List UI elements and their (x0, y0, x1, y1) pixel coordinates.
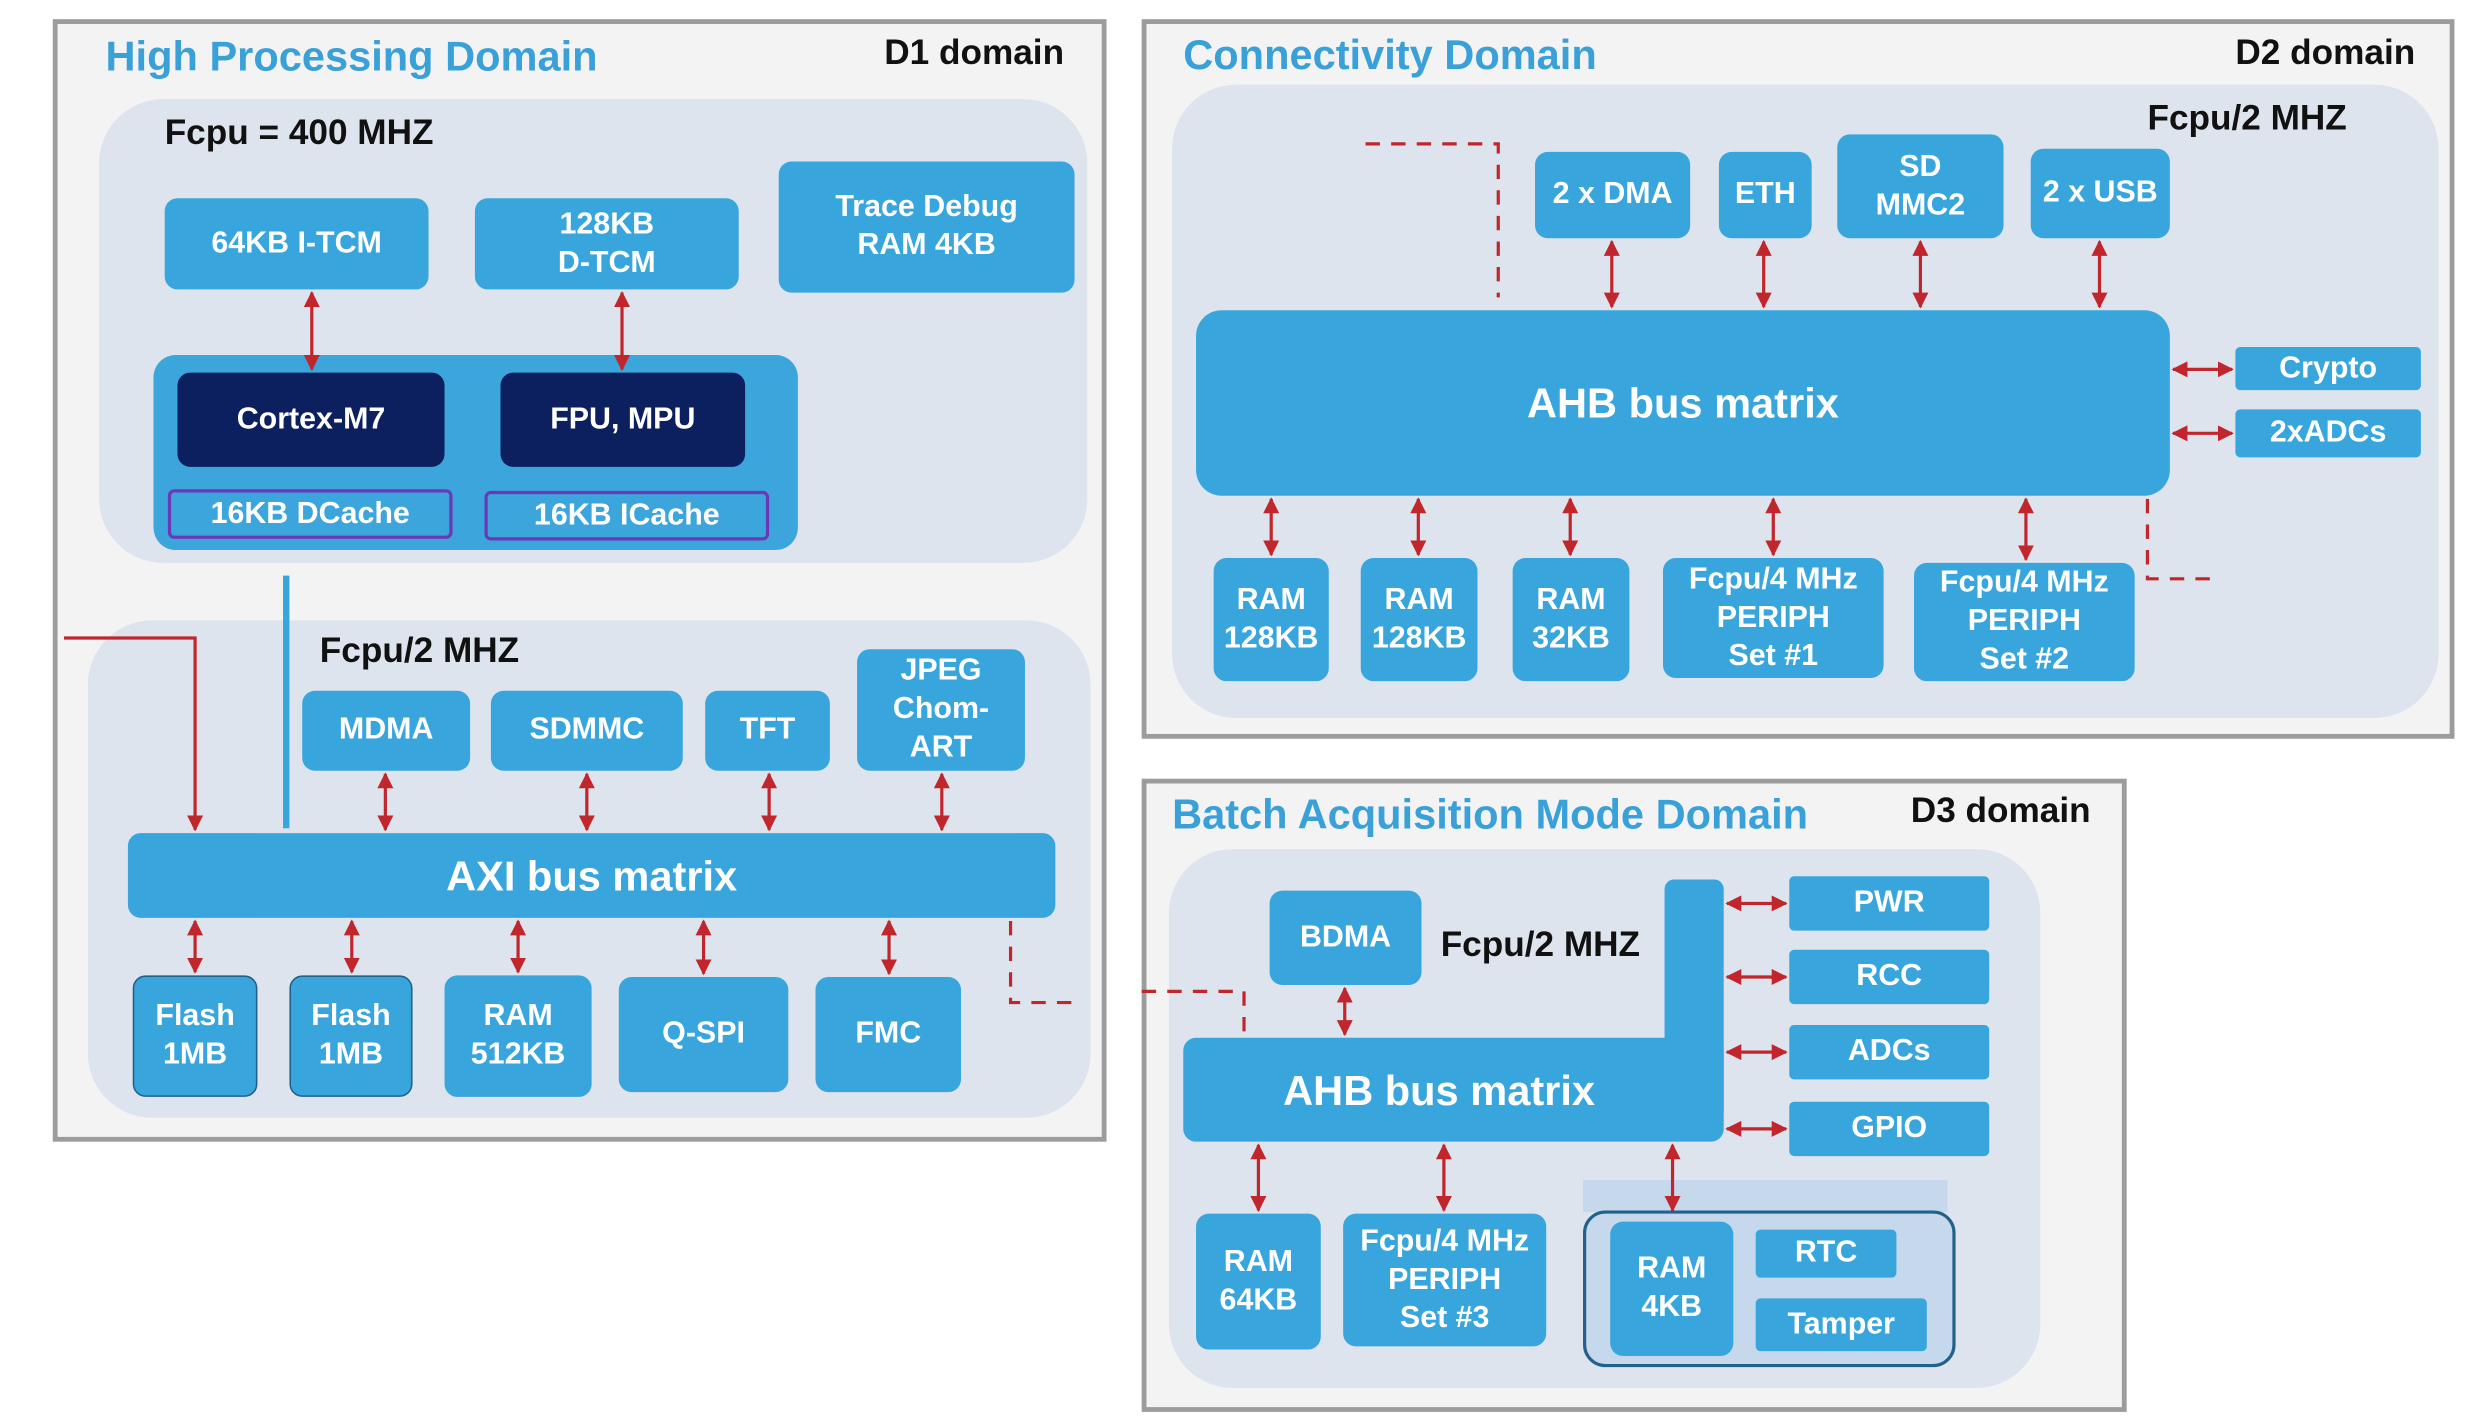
backup-domain-shade (1583, 1180, 1948, 1213)
d2-frequency: Fcpu/2 MHZ (2147, 97, 2347, 138)
d3-ram-64kb: RAM 64KB (1196, 1213, 1321, 1350)
rcc-block: RCC (1789, 949, 1990, 1005)
d1-bus-frequency: Fcpu/2 MHZ (319, 630, 520, 670)
d1-core-frequency: Fcpu = 400 MHZ (164, 111, 434, 152)
pwr-block: PWR (1789, 876, 1990, 931)
sdmmc-block: SDMMC (490, 690, 683, 771)
d3-adcs-block: ADCs (1789, 1024, 1990, 1080)
ram-512kb-block: RAM 512KB (444, 975, 592, 1097)
crypto-block: Crypto (2235, 346, 2421, 391)
d2-ahb-bus-matrix: AHB bus matrix (1196, 310, 2170, 496)
d3-ahb-bus-matrix: AHB bus matrix (1183, 1037, 1724, 1142)
d2-ram-128kb-1: RAM 128KB (1213, 558, 1329, 682)
qspi-block: Q-SPI (618, 976, 789, 1093)
icache-block: 16KB ICache (484, 490, 770, 541)
fpu-mpu-block: FPU, MPU (500, 372, 746, 467)
d3-label: D3 domain (1910, 789, 2091, 830)
flash-2-block: Flash 1MB (289, 975, 413, 1097)
d1-title: High Processing Domain (105, 31, 598, 80)
d3-title: Batch Acquisition Mode Domain (1172, 789, 1809, 838)
flash-1-block: Flash 1MB (132, 975, 258, 1097)
trace-debug-block: Trace Debug RAM 4KB (778, 161, 1075, 293)
dtcm-block: 128KB D-TCM (474, 198, 739, 290)
d3-ram-4kb: RAM 4KB (1610, 1221, 1734, 1356)
rtc-block: RTC (1755, 1229, 1897, 1278)
dcache-block: 16KB DCache (167, 489, 453, 539)
fmc-block: FMC (815, 976, 961, 1093)
mdma-block: MDMA (302, 690, 471, 771)
d2-title: Connectivity Domain (1183, 30, 1597, 79)
periph-set-3: Fcpu/4 MHz PERIPH Set #3 (1343, 1213, 1547, 1347)
d2-ram-32kb: RAM 32KB (1512, 558, 1630, 682)
eth-block: ETH (1718, 151, 1812, 239)
bdma-block: BDMA (1269, 890, 1422, 985)
sdmmc2-block: SD MMC2 (1837, 134, 2004, 239)
d1-label: D1 domain (884, 31, 1065, 72)
gpio-block: GPIO (1789, 1101, 1990, 1157)
periph-set-1: Fcpu/4 MHz PERIPH Set #1 (1662, 558, 1884, 678)
d2-ram-128kb-2: RAM 128KB (1360, 558, 1478, 682)
periph-set-2: Fcpu/4 MHz PERIPH Set #2 (1914, 562, 2135, 682)
d3-frequency: Fcpu/2 MHZ (1440, 924, 1641, 965)
jpeg-block: JPEG Chom- ART (857, 649, 1025, 771)
d2-adcs-block: 2xADCs (2235, 409, 2421, 458)
tamper-block: Tamper (1755, 1298, 1927, 1352)
itcm-block: 64KB I-TCM (164, 198, 429, 290)
d2-label: D2 domain (2235, 31, 2416, 72)
usb-block: 2 x USB (2030, 148, 2170, 239)
tft-block: TFT (705, 690, 830, 771)
axi-bus-matrix: AXI bus matrix (127, 833, 1056, 918)
cortex-m7-block: Cortex-M7 (177, 372, 445, 467)
dma-block: 2 x DMA (1535, 151, 1691, 239)
